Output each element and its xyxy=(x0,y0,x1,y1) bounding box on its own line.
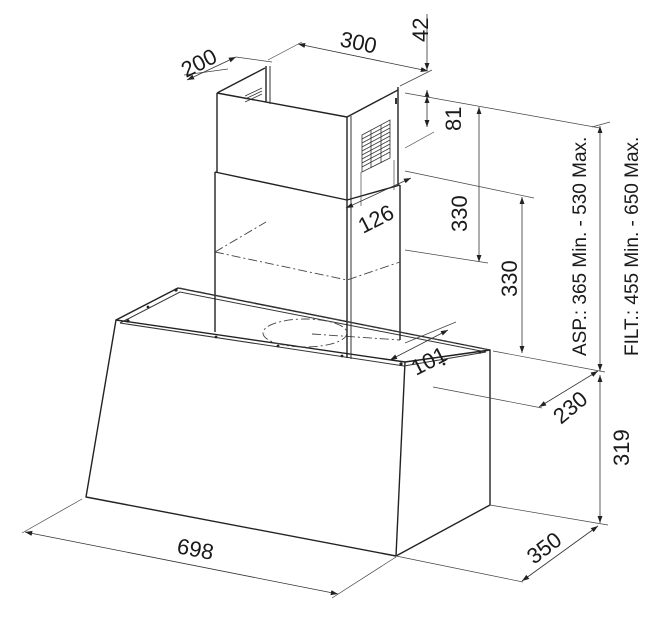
hood-front-face xyxy=(85,319,406,557)
label-upper-chimney-height: 330 xyxy=(447,195,472,232)
label-hood-width: 698 xyxy=(175,533,216,565)
hood-body xyxy=(85,287,491,557)
label-filt-range: FILT.: 455 Min. - 650 Max. xyxy=(622,137,643,356)
dimension-lines xyxy=(21,14,611,599)
label-chimney-overlap: 126 xyxy=(354,200,398,239)
lower-chimney xyxy=(179,171,491,359)
label-hood-height: 319 xyxy=(609,429,634,466)
upper-chimney xyxy=(216,66,399,200)
back-grille xyxy=(244,87,263,103)
label-top-offset: 42 xyxy=(408,18,433,42)
duct-outlet xyxy=(262,318,348,348)
rim-screws xyxy=(126,288,482,366)
hood-side-face xyxy=(395,349,491,557)
label-grille-height: 81 xyxy=(441,107,466,131)
side-vent-grille-icon xyxy=(361,119,391,173)
dimension-labels: 200 300 42 81 330 330 126 101 230 319 35… xyxy=(175,18,643,569)
label-asp-range: ASP.: 365 Min. - 530 Max. xyxy=(570,137,591,356)
label-hood-depth: 350 xyxy=(522,527,566,569)
label-wall-to-chimney: 230 xyxy=(548,386,592,429)
label-lower-chimney-height: 330 xyxy=(497,260,522,297)
label-chimney-depth: 200 xyxy=(177,44,221,83)
label-duct-offset: 101 xyxy=(407,342,451,381)
